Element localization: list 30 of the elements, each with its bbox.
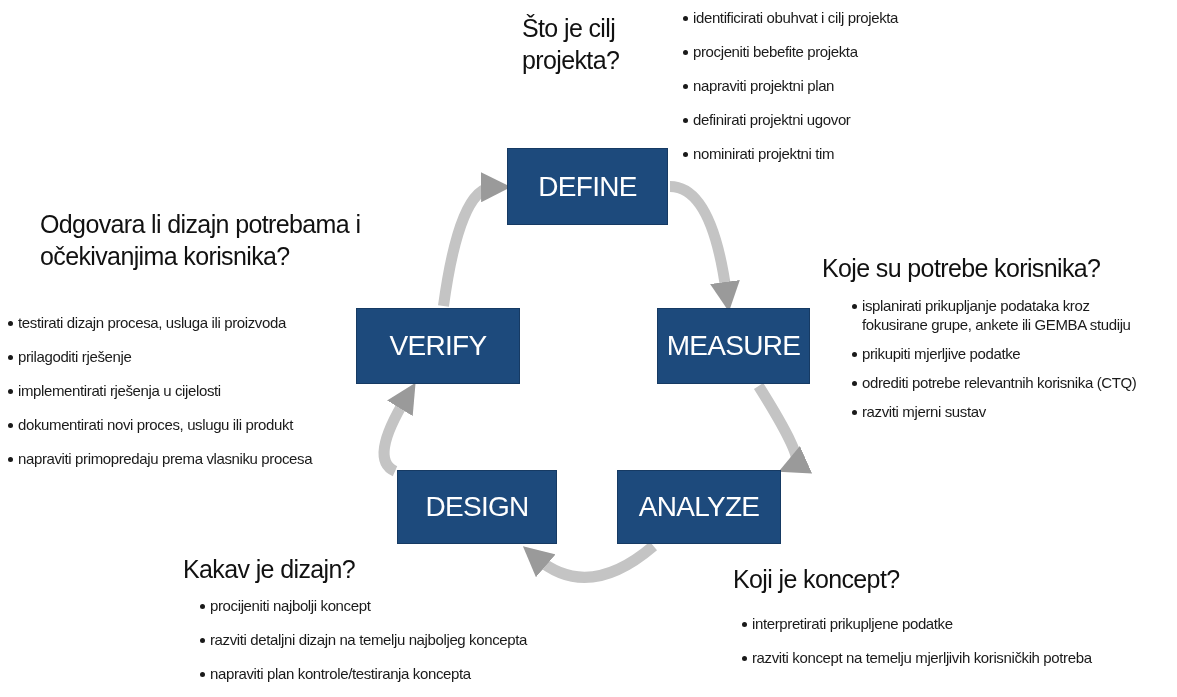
phase-box: ANALYZE — [617, 470, 781, 544]
bullet-text: dokumentirati novi proces, uslugu ili produkt — [18, 415, 293, 434]
bullet-text: razviti mjerni sustav — [862, 402, 986, 421]
bullet-text: isplanirati prikupljanje podataka kroz fokusirane grupe, ankete ili GEMBA studiju — [862, 296, 1132, 334]
bullet-text: procijeniti najbolji koncept — [210, 596, 371, 615]
bullet-text: nominirati projektni tim — [693, 144, 835, 163]
question-heading: Što je cilj projekta? — [522, 13, 621, 76]
phase-box: MEASURE — [657, 308, 810, 384]
bullet-text: napraviti primopredaju prema vlasniku procesa — [18, 449, 313, 468]
bullet-text: implementirati rješenja u cijelosti — [18, 381, 221, 400]
question-heading: Koji je koncept? — [733, 564, 901, 595]
phase-box: DEFINE — [507, 148, 668, 225]
bullet-text: procjeniti bebefite projekta — [693, 42, 858, 61]
bullet-text: napraviti plan kontrole/testiranja koncepta — [210, 664, 471, 683]
cycle-arrow — [378, 382, 416, 476]
question-heading: Kakav je dizajn? — [183, 554, 357, 585]
bullet-text: odrediti potrebe relevantnih korisnika (CTQ) — [862, 373, 1137, 392]
bullet-text: razviti koncept na temelju mjerljivih korisničkih potreba — [752, 648, 1092, 667]
bullet-text: napraviti projektni plan — [693, 76, 835, 95]
bullet-text: identificirati obuhvat i cilj projekta — [693, 8, 899, 27]
phase-box: DESIGN — [397, 470, 557, 544]
question-heading: Odgovara li dizajn potrebama i očekivanjima korisnika? — [40, 209, 362, 272]
bullet-text: prilagoditi rješenje — [18, 347, 132, 366]
bullet-text: prikupiti mjerljive podatke — [862, 344, 1021, 363]
bullet-text: razviti detaljni dizajn na temelju najboljeg koncepta — [210, 630, 527, 649]
bullet-text: testirati dizajn procesa, usluga ili proizvoda — [18, 313, 286, 332]
bullet-text: interpretirati prikupljene podatke — [752, 614, 953, 633]
phase-box: VERIFY — [356, 308, 520, 384]
question-heading: Koje su potrebe korisnika? — [822, 253, 1102, 284]
bullet-text: definirati projektni ugovor — [693, 110, 851, 129]
